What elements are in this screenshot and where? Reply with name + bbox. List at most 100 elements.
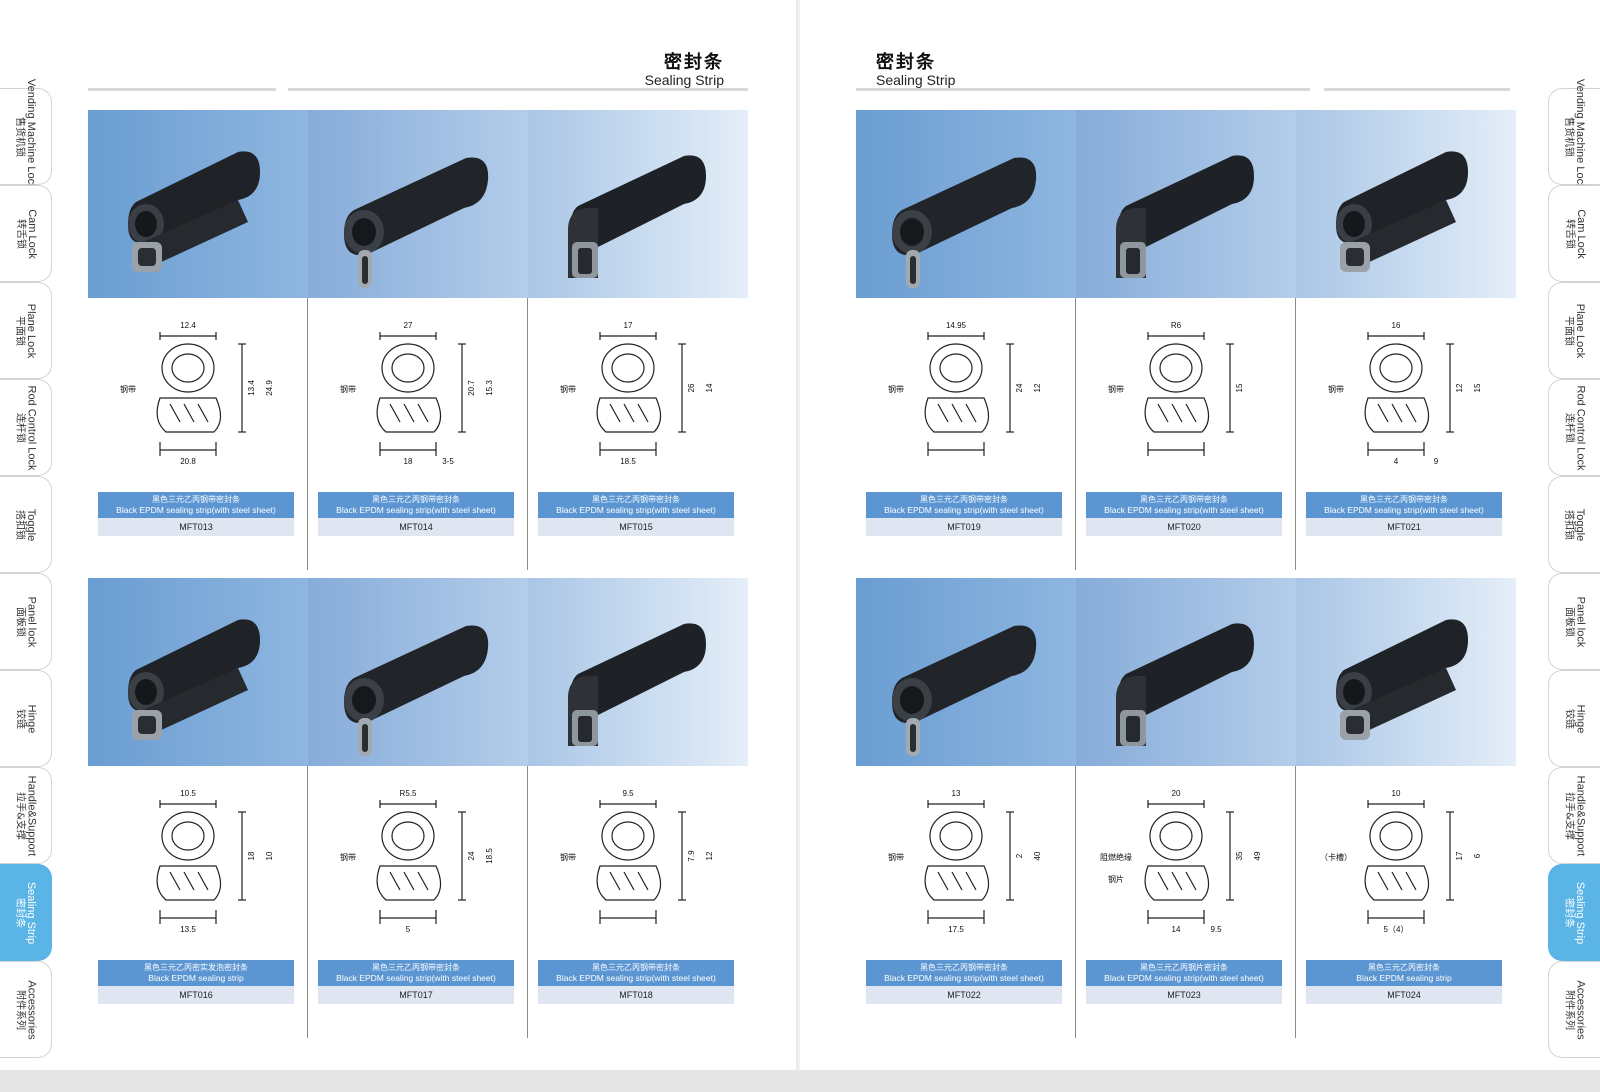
tab-label-en: Hinge — [25, 704, 38, 733]
product-description: 黑色三元乙丙钢带密封条 Black EPDM sealing strip(wit… — [98, 492, 294, 518]
tab-label-zh: 平面锁 — [1563, 315, 1575, 346]
dimension-label: 12 — [1455, 383, 1464, 392]
product-caption: 黑色三元乙丙钢带密封条 Black EPDM sealing strip(wit… — [538, 960, 734, 1004]
bottom-strip — [0, 1070, 1600, 1092]
rubber-strip-render — [1116, 623, 1254, 746]
product-name-zh: 黑色三元乙丙钢带密封条 — [1140, 495, 1228, 504]
product-caption: 黑色三元乙丙密实发泡密封条 Black EPDM sealing strip M… — [98, 960, 294, 1004]
dimension-label: 12 — [1033, 383, 1042, 392]
tab-label-en: Handle&Support — [1574, 775, 1587, 856]
tab-label-en: Panel lock — [1574, 596, 1587, 647]
product-name-zh: 黑色三元乙丙密实发泡密封条 — [144, 963, 248, 972]
product-name-en: Black EPDM sealing strip(with steel shee… — [1104, 505, 1264, 515]
product-name-zh: 黑色三元乙丙钢片密封条 — [1140, 963, 1228, 972]
tab-label-en: Accessories — [25, 979, 38, 1040]
tab-label-en: Rod Control Lock — [25, 385, 38, 470]
dimension-label: 7.9 — [687, 850, 696, 862]
product-name-en: Black EPDM sealing strip(with steel shee… — [116, 505, 276, 515]
dimension-label: 18.5 — [485, 848, 494, 864]
header-rule — [856, 88, 1310, 91]
rubber-strip-render — [1336, 619, 1468, 740]
product-photo — [1296, 110, 1516, 298]
tab-label-zh: 转舌锁 — [14, 218, 26, 249]
page-gutter — [796, 0, 800, 1070]
product-photo — [856, 110, 1076, 298]
product-description: 黑色三元乙丙钢带密封条 Black EPDM sealing strip(wit… — [1306, 492, 1502, 518]
product-name-zh: 黑色三元乙丙钢带密封条 — [920, 495, 1008, 504]
dimension-label: 24.9 — [265, 380, 274, 396]
dimension-label: 35 — [1235, 851, 1244, 860]
dimension-label: 17 — [1455, 851, 1464, 860]
product-name-zh: 黑色三元乙丙钢带密封条 — [372, 495, 460, 504]
dimension-label: 9.5 — [1210, 925, 1222, 934]
tab-label-zh: 拉手&支撑 — [1563, 791, 1575, 840]
tab-label-zh: 面板锁 — [1563, 606, 1575, 637]
product-description: 黑色三元乙丙密封条 Black EPDM sealing strip — [1306, 960, 1502, 986]
tab-label-zh: 密封条 — [1563, 897, 1575, 928]
product-caption: 黑色三元乙丙钢带密封条 Black EPDM sealing strip(wit… — [1086, 492, 1282, 536]
product-description: 黑色三元乙丙钢片密封条 Black EPDM sealing strip(wit… — [1086, 960, 1282, 986]
rubber-strip-render — [1336, 151, 1468, 272]
tab-label-en: Accessories — [1574, 979, 1587, 1040]
product-description: 黑色三元乙丙钢带密封条 Black EPDM sealing strip(wit… — [538, 960, 734, 986]
header-rule — [288, 88, 748, 91]
product-name-en: Black EPDM sealing strip — [148, 973, 244, 983]
rubber-strip-render — [344, 625, 489, 756]
rubber-strip-render — [568, 623, 706, 746]
tab-label-en: Toggle — [1574, 508, 1587, 541]
dimension-label: R6 — [1171, 321, 1182, 330]
product-photo — [528, 110, 748, 298]
product-name-zh: 黑色三元乙丙钢带密封条 — [592, 495, 680, 504]
material-label: 钢带 — [340, 384, 356, 394]
dimension-label: 20.7 — [467, 380, 476, 396]
product-name-en: Black EPDM sealing strip(with steel shee… — [336, 505, 496, 515]
product-name-zh: 黑色三元乙丙密封条 — [1368, 963, 1440, 972]
heading-en: Sealing Strip — [876, 72, 956, 88]
dimension-label: 13.4 — [247, 380, 256, 396]
dimension-label: 20.8 — [180, 457, 196, 466]
tab-label-en: Vending Machine Locks — [1574, 78, 1587, 195]
product-description: 黑色三元乙丙钢带密封条 Black EPDM sealing strip(wit… — [538, 492, 734, 518]
